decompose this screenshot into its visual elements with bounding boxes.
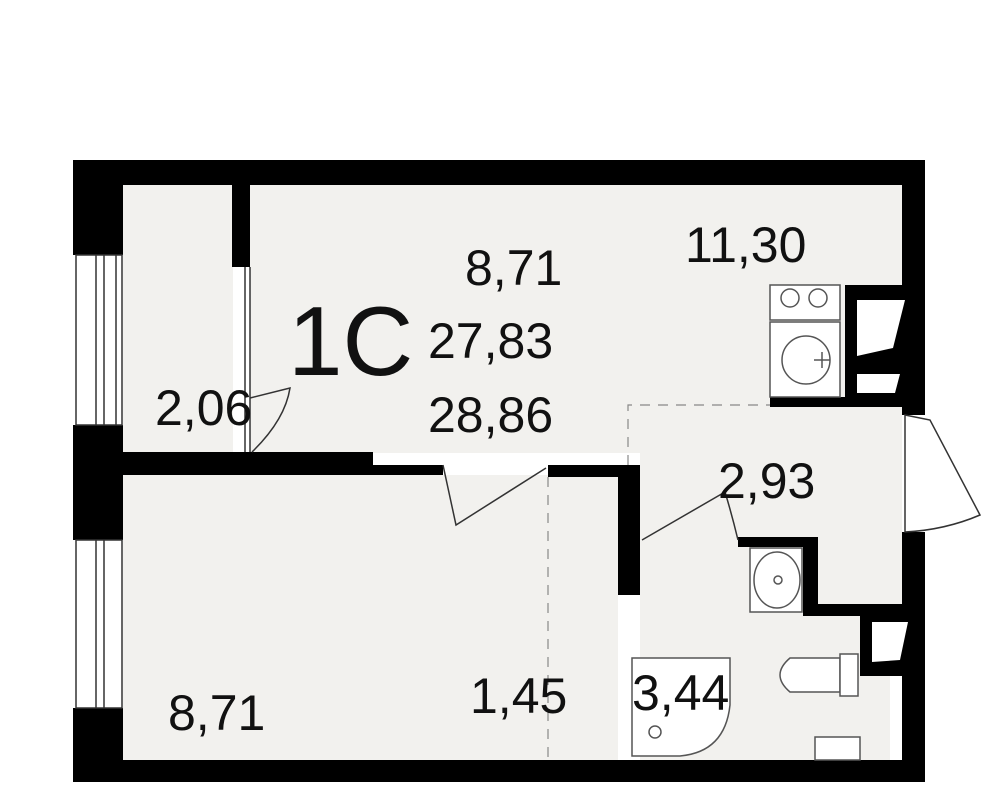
wall-left-upper [73, 160, 123, 255]
wall-kitchen-niche [770, 397, 905, 407]
door-bedroom [442, 464, 547, 527]
toilet-tank-icon [839, 653, 859, 697]
wall-hall-bath-step [803, 604, 903, 616]
windows [75, 254, 251, 709]
wall-right-lower [902, 532, 925, 782]
wall-horizontal-left [123, 452, 373, 475]
wall-right-upper [902, 160, 925, 415]
walls [73, 160, 925, 782]
wall-left-lower [73, 708, 123, 782]
bedroom-floor [123, 475, 618, 760]
window-balcony [75, 254, 123, 426]
wall-hall-bath-vertical [803, 537, 818, 605]
doors [249, 386, 982, 541]
wall-horizontal-right [548, 465, 628, 477]
bathroom-fixtures [631, 547, 861, 761]
dashed-kitchen-hall [627, 404, 770, 465]
wall-bathroom-vertical [618, 465, 640, 595]
storage-area-label: 1,45 [470, 668, 567, 724]
toilet-icon [779, 657, 841, 693]
washbasin-drain-icon [773, 575, 783, 585]
wall-horizontal-notch [373, 465, 443, 475]
stove [769, 284, 841, 321]
window-bedroom [75, 539, 123, 709]
bathroom-area-label: 3,44 [632, 665, 729, 721]
door-entrance [904, 414, 982, 533]
wall-top [73, 160, 925, 185]
balcony-floor [123, 185, 233, 452]
kitchen-appliances [769, 284, 841, 398]
balcony-area-label: 2,06 [155, 380, 252, 436]
kitchen-living-area-label: 11,30 [685, 217, 806, 273]
total-area-label: 27,83 [428, 313, 553, 369]
door-bathroom [641, 490, 739, 541]
living-area-label: 8,71 [465, 240, 562, 296]
ventilation-shafts [845, 285, 908, 676]
stove-burner-right-icon [808, 288, 828, 308]
wall-hall-bath-horizontal [738, 537, 818, 547]
wall-left-middle [73, 425, 123, 540]
hallway-area-label: 2,93 [718, 453, 815, 509]
bedroom-area-label: 8,71 [168, 685, 265, 741]
labels: 1С 8,71 27,83 28,86 11,30 2,06 2,93 8,71… [155, 217, 815, 741]
dashed-zone-lines [547, 404, 770, 760]
total-area-with-balcony-label: 28,86 [428, 387, 553, 443]
door-balcony [249, 386, 291, 453]
apartment-type-label: 1С [288, 286, 413, 396]
shaft-upper-inner-1 [857, 300, 905, 356]
stove-burner-left-icon [780, 288, 800, 308]
wall-bottom [73, 760, 925, 782]
wall-balcony-partition [232, 185, 250, 267]
shaft-upper-inner-2 [857, 374, 900, 393]
shower-drain-icon [648, 725, 662, 739]
shaft-lower-inner [872, 622, 908, 662]
bathroom-cabinet [814, 736, 861, 761]
